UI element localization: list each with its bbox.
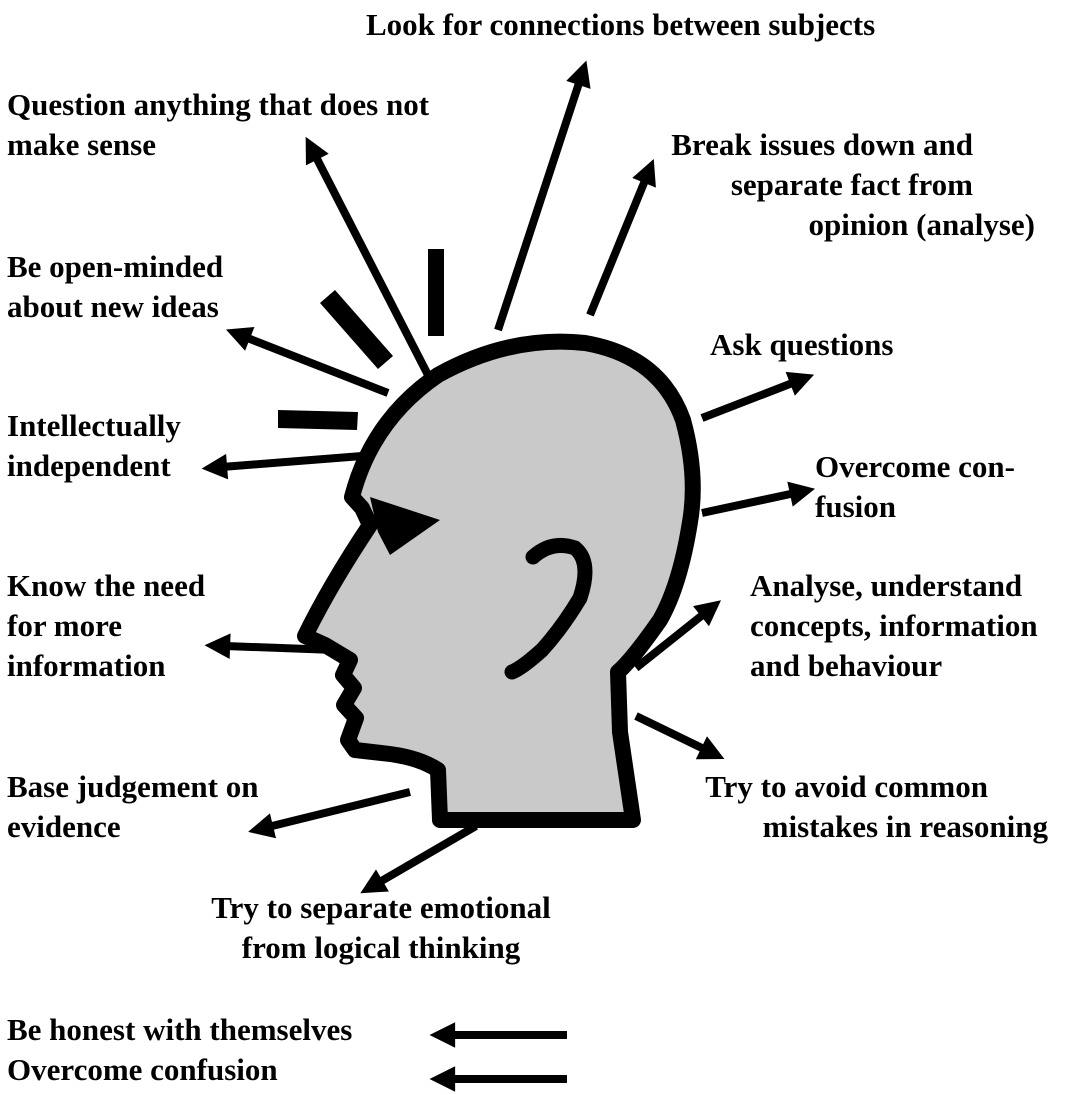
head-silhouette <box>297 333 701 828</box>
label-ask: Ask questions <box>710 327 894 362</box>
label-break-down: Break issues down and separate fact from… <box>671 127 1035 242</box>
label-separate-emotional: Try to separate emotional from logical t… <box>211 890 551 965</box>
label-base-judgement: Base judgement on evidence <box>7 769 259 844</box>
eye-mark <box>370 497 440 555</box>
ray-mark <box>278 410 358 430</box>
ray-mark <box>428 249 444 336</box>
arrow-break-down <box>586 159 656 317</box>
ray-mark <box>320 290 393 369</box>
label-honest: Be honest with themselves <box>7 1012 353 1047</box>
arrow-ask <box>700 371 815 422</box>
label-open-minded: Be open-minded about new ideas <box>7 249 224 324</box>
label-overcome-top: Overcome con- fusion <box>815 449 1015 524</box>
arrow-base-judgement <box>248 788 411 839</box>
label-analyse: Analyse, understand concepts, informatio… <box>750 568 1038 683</box>
label-overcome-bottom: Overcome confusion <box>7 1052 278 1087</box>
label-intellectual: Intellectually independent <box>7 408 181 483</box>
arrow-open-minded <box>225 326 390 397</box>
arrow-question <box>305 136 432 377</box>
label-connections: Look for connections between subjects <box>366 7 876 42</box>
arrow-overcome-top <box>701 481 816 517</box>
ear <box>504 538 593 680</box>
arrow-intellectual <box>201 452 363 480</box>
label-know-need: Know the need for more information <box>7 568 206 683</box>
arrow-avoid-mistakes <box>634 712 725 760</box>
label-question: Question anything that does not make sen… <box>7 87 430 162</box>
arrow-analyse <box>633 600 722 672</box>
arrow-connections <box>494 60 591 332</box>
arrow-know-need <box>204 633 336 659</box>
label-avoid-mistakes: Try to avoid common mistakes in reasonin… <box>705 769 1048 844</box>
arrow-separate-emotional <box>360 822 479 894</box>
